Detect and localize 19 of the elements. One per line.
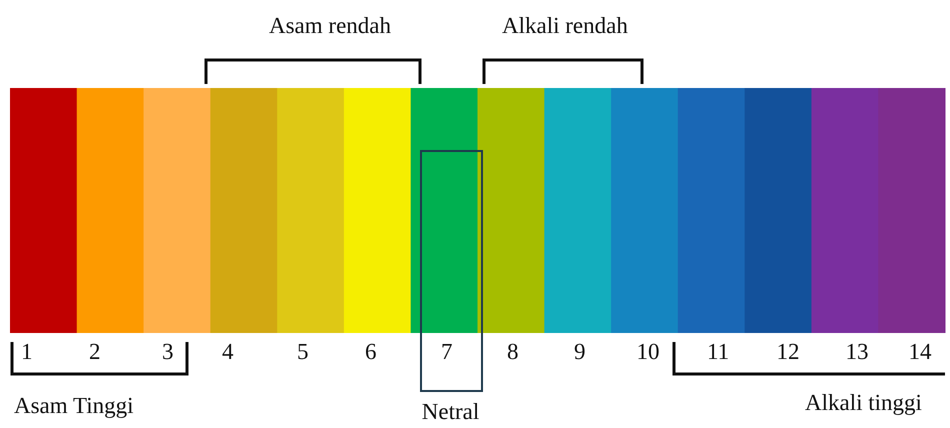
scale-number: 1: [21, 340, 32, 363]
scale-number: 13: [846, 340, 868, 363]
scale-number: 14: [908, 340, 932, 363]
scale-number: 5: [297, 340, 308, 363]
scale-number: 11: [707, 340, 730, 363]
neutral-label: Netral: [420, 400, 480, 423]
range-label: Asam Tinggi: [14, 394, 134, 417]
range-label: Asam rendah: [269, 14, 391, 37]
range-label: Alkali tinggi: [805, 391, 922, 414]
scale-number: 6: [365, 340, 376, 363]
scale-number: 7: [441, 340, 452, 363]
scale-number: 9: [574, 340, 586, 363]
scale-number: 3: [162, 340, 174, 363]
scale-number: 2: [89, 340, 100, 363]
scale-number: 4: [222, 340, 234, 363]
scale-number: 8: [507, 340, 518, 363]
range-label: Alkali rendah: [502, 14, 628, 37]
scale-number: 12: [776, 340, 800, 363]
scale-number: 10: [636, 340, 660, 363]
